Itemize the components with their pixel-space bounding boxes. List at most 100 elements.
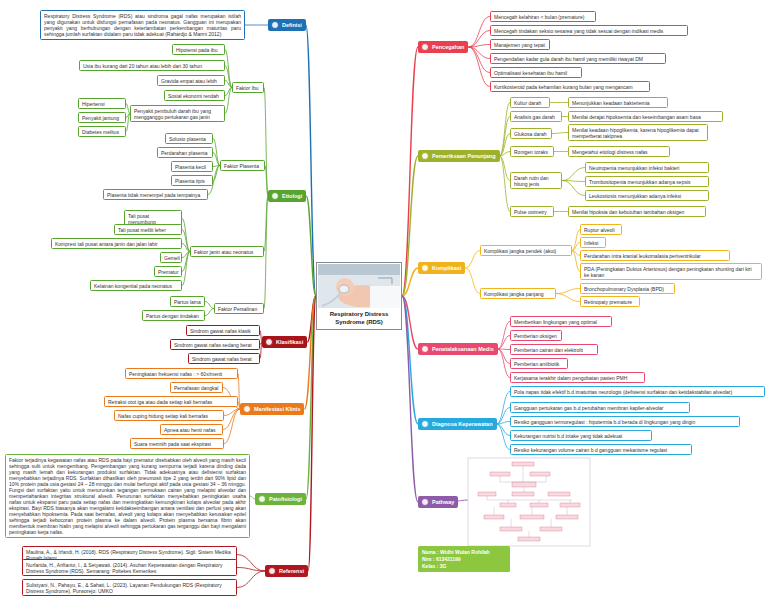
node-text: Faktor Ibu: [236, 85, 260, 91]
leaf-box: Pola napas tidak efektif b.d imaturitas …: [510, 386, 765, 397]
leaf-box: Pemberian oksigen: [510, 330, 562, 341]
leaf-box: Menilai derajat hipoksemia dan keseimban…: [568, 111, 723, 122]
node-text: Gangguan pertukaran gas b.d perubahan me…: [514, 405, 686, 411]
branch-connector: [572, 243, 580, 251]
branch-connector: [552, 133, 568, 134]
node-text: Resiko kekurangan volume cairan b.d gang…: [514, 447, 688, 453]
branch-connector: [205, 302, 214, 309]
branch-connector: [213, 153, 220, 166]
leaf-box: Gangguan pertukaran gas b.d perubahan me…: [510, 402, 690, 413]
node-text: Respiratory Distress Syndrome (RDS): [320, 311, 398, 326]
leaf-box: Penyakit jantung: [78, 112, 126, 123]
node-text: Penyakit jantung: [82, 115, 122, 121]
node-text: Komplikasi jangka pendek (akut): [484, 248, 568, 254]
node-text: Faktor Plasenta: [224, 163, 261, 169]
branch-connector: [402, 296, 418, 502]
topic-pill: Klasifikasi: [262, 336, 307, 348]
branch-connector: [306, 25, 316, 296]
leaf-box: Partus dengan tindakan: [142, 310, 205, 321]
node-text: Neutropenia menunjukkan infeksi bakteri: [589, 165, 705, 171]
branch-connector: [562, 168, 585, 181]
branch-connector: [468, 45, 490, 48]
leaf-box: Sulistyani, N., Pahayu, E., & Sahati, L.…: [22, 579, 237, 596]
node-text: Gravida empat atau lebih: [161, 78, 221, 84]
leaf-box: Diabetes melitus: [78, 126, 126, 137]
node-text: Optimalisasi kesehatan ibu hamil: [494, 70, 578, 76]
leaf-box: Trombositopenia menunjukkan adanya sepsi…: [585, 176, 709, 187]
node-text: Sindrom gawat nafas klasik: [190, 328, 256, 334]
text-block: Faktor terjadinya kegawatan nafas atau R…: [5, 454, 250, 538]
leaf-box: Menilai keadaan hipoglikemia, karena hip…: [568, 124, 708, 141]
topic-pill: Patofisiologi: [255, 493, 306, 505]
topic-label: Komplikasi: [432, 265, 461, 272]
branch-connector: [402, 156, 418, 296]
node-text: Manajemen yang tepat: [494, 42, 546, 48]
node-text: Pengendalian kadar gula darah ibu hamil …: [494, 56, 662, 62]
leaf-box: Komplikasi jangka panjang: [480, 288, 556, 299]
node-text: Sulistyani, N., Pahayu, E., & Sahati, L.…: [26, 582, 233, 594]
topic-icon: [271, 192, 279, 200]
branch-connector: [562, 181, 585, 196]
topic-label: Patofisiologi: [269, 496, 302, 503]
topic-pill: Pencegahan: [418, 41, 468, 53]
branch-connector: [237, 571, 265, 588]
node-text: Plasenta tipis: [175, 178, 209, 184]
branch-connector: [205, 309, 214, 316]
branch-connector: [237, 568, 265, 572]
leaf-box: Sindrom gawat nafas berat: [188, 353, 260, 364]
leaf-box: Faktor Persalinan: [214, 303, 264, 314]
node-text: Pemberian antibiotik: [514, 361, 564, 367]
node-text: Partus dengan tindakan: [146, 313, 201, 319]
branch-connector: [182, 230, 190, 252]
branch-connector: [498, 349, 510, 378]
branch-connector: [245, 25, 268, 26]
topic-label: Referensi: [279, 568, 304, 575]
node-text: Pemberian cairan dan elektrolit: [514, 347, 594, 353]
topic-pill: Referensi: [265, 565, 308, 577]
leaf-box: Menilai hipoksia dan kebutuhan tambahan …: [568, 206, 706, 217]
pathway-cell: [478, 492, 496, 496]
node-text: Usia ibu kurang dari 20 tahun atau lebih…: [83, 63, 221, 69]
pathway-cell: [512, 482, 536, 487]
topic-icon: [265, 338, 273, 346]
pathway-cell: [490, 472, 510, 476]
branch-connector: [498, 336, 510, 350]
leaf-box: Apnea atau henti nafas: [160, 424, 223, 435]
leaf-box: Analisis gas darah: [510, 111, 562, 122]
pathway-cell: [540, 527, 562, 531]
node-text: Apnea atau henti nafas: [164, 427, 219, 433]
node-text: Gemeli: [164, 255, 178, 261]
topic-pill: Pemeriksaan Penunjang: [418, 150, 500, 162]
branch-connector: [497, 408, 510, 425]
node-text: Nafas cuping hidung setiap kali bernafas: [118, 413, 220, 419]
node-text: Diabetes melitus: [82, 129, 122, 135]
pathway-cell: [512, 492, 534, 496]
topic-pill: Pathway: [418, 496, 458, 508]
node-text: Kompresi tali pusat antara janin dan jal…: [55, 241, 178, 247]
node-text: Solusio plasenta: [169, 136, 209, 142]
node-text: Kelainan kongenital pada neonatus: [94, 283, 178, 289]
pathway-cell: [560, 503, 580, 507]
node-text: Menilai keadaan hipoglikemia, karena hip…: [572, 127, 704, 139]
pathway-image: [468, 458, 590, 546]
node-text: Prematur: [158, 269, 178, 275]
branch-connector: [500, 117, 510, 157]
branch-connector: [308, 296, 316, 571]
leaf-box: Penyakit pembuluh darah ibu yang menggan…: [130, 105, 225, 122]
leaf-box: Kortikosteroid pada kehamilan kurang bul…: [490, 81, 650, 92]
branch-connector: [468, 47, 490, 87]
branch-connector: [497, 392, 510, 425]
leaf-box: Kultur darah: [510, 97, 550, 108]
branch-connector: [402, 47, 418, 296]
node-text: Resiko gangguan termoregulasi : hipoterm…: [514, 419, 736, 425]
leaf-box: Perdarahan plasenta: [157, 147, 213, 158]
leaf-box: Prematur: [154, 266, 182, 277]
node-text: Analisis gas darah: [514, 114, 558, 120]
leaf-box: Sosial ekonomi rendah: [164, 90, 225, 101]
node-text: Mengetahui etiologi distress nafas: [572, 149, 666, 155]
pathway-cell: [530, 503, 548, 507]
pathway-cell: [548, 492, 570, 496]
pathway-cell: [500, 527, 522, 531]
topic-icon: [421, 420, 429, 428]
node-text: Tali pusat menumbung: [128, 213, 178, 225]
